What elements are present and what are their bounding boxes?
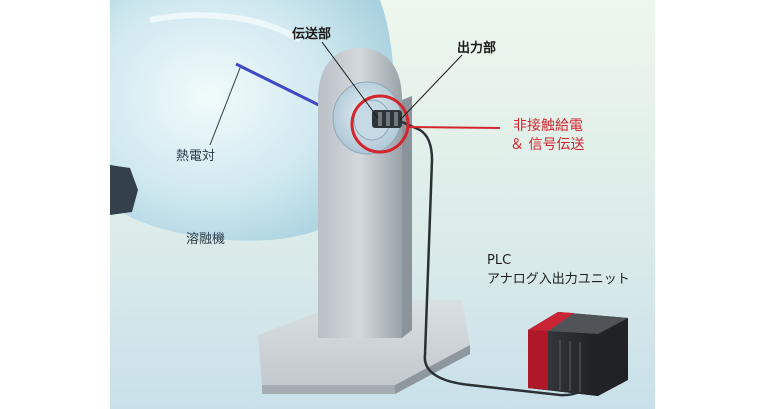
label-analog-io-unit: アナログ入出力ユニット bbox=[487, 270, 630, 289]
label-output: 出力部 bbox=[457, 42, 496, 55]
label-plc: PLC bbox=[487, 251, 511, 270]
highlight-leader bbox=[408, 127, 500, 128]
label-signal-transmission: ＆ 信号伝送 bbox=[510, 136, 584, 154]
label-transmitter: 伝送部 bbox=[292, 28, 331, 41]
plc-red-module bbox=[528, 330, 548, 390]
label-contactless-power: 非接触給電 bbox=[513, 117, 583, 135]
label-furnace: 溶融機 bbox=[186, 233, 225, 246]
label-thermocouple: 熱電対 bbox=[176, 150, 215, 163]
